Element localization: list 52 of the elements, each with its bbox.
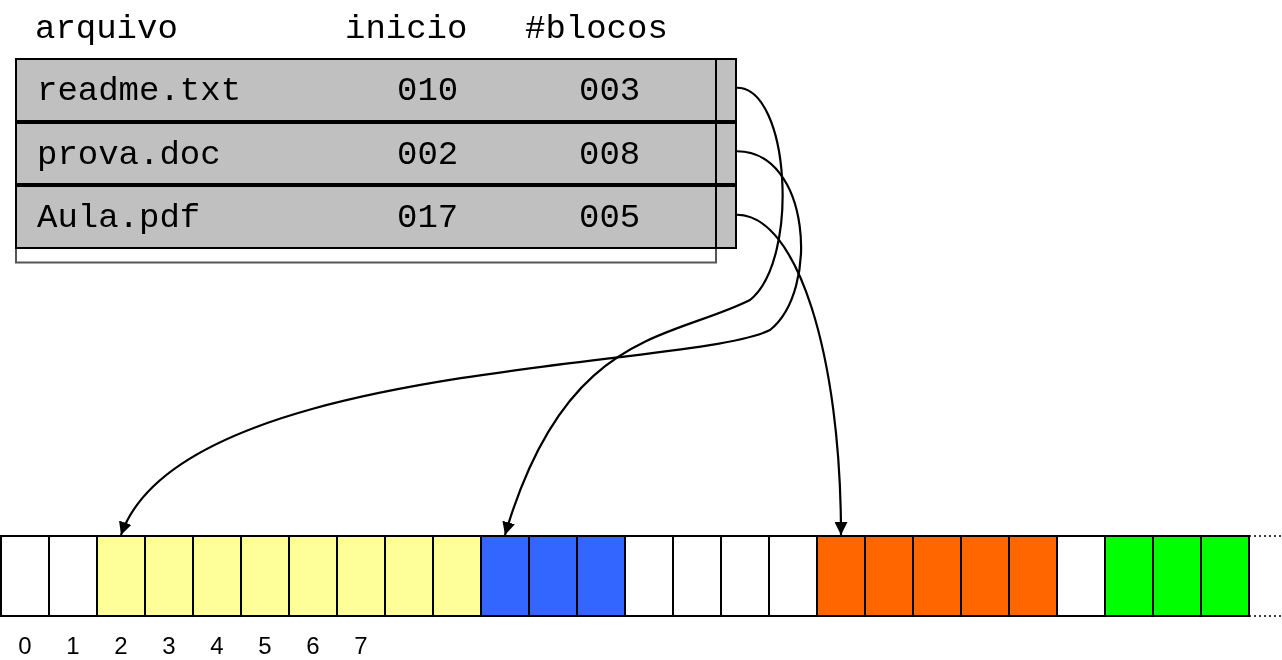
block-count-number: 008	[579, 137, 641, 172]
column-header: arquivo	[35, 12, 178, 46]
disk-block	[864, 535, 914, 617]
file-name: readme.txt	[37, 74, 242, 108]
disk-block	[336, 535, 386, 617]
start-block-number: 002	[397, 137, 459, 172]
block-number: 5	[257, 634, 273, 658]
disk-block	[672, 535, 722, 617]
disk-block	[816, 535, 866, 617]
disk-block	[720, 535, 770, 617]
block-number: 4	[209, 634, 225, 658]
disk-block	[1056, 535, 1106, 617]
block-number: 0	[17, 634, 33, 658]
table-row	[15, 121, 737, 185]
disk-block	[1008, 535, 1058, 617]
disk-block	[96, 535, 146, 617]
column-header: #blocos	[525, 12, 668, 46]
block-number: 6	[305, 634, 321, 658]
table-row	[15, 58, 737, 122]
disk-block	[0, 535, 50, 617]
start-block-number: 010	[397, 74, 459, 108]
disk-block	[144, 535, 194, 617]
start-block-number: 017	[397, 201, 459, 235]
disk-block	[1152, 535, 1202, 617]
disk-block	[528, 535, 578, 617]
block-number: 3	[161, 634, 177, 658]
block-number: 2	[113, 634, 129, 658]
disk-block	[576, 535, 626, 617]
column-header: inicio	[345, 12, 468, 46]
pointer-arrow	[736, 213, 848, 536]
disk-block	[768, 535, 818, 617]
disk-block	[384, 535, 434, 617]
block-number: 1	[65, 634, 81, 658]
disk-block	[1200, 535, 1250, 617]
disk-block	[48, 535, 98, 617]
pointer-arrow	[503, 86, 784, 536]
block-count-number: 005	[579, 201, 641, 235]
disk-block	[624, 535, 674, 617]
disk-block	[1104, 535, 1154, 617]
disk-block	[480, 535, 530, 617]
file-name: Aula.pdf	[37, 201, 201, 235]
disk-block	[960, 535, 1010, 617]
pointer-arrow	[120, 150, 803, 536]
disk-block	[192, 535, 242, 617]
disk-block	[288, 535, 338, 617]
table-row	[15, 185, 737, 249]
disk-block	[432, 535, 482, 617]
disk-block	[240, 535, 290, 617]
file-name: prova.doc	[37, 137, 221, 172]
disk-block	[912, 535, 962, 617]
block-count-number: 003	[579, 74, 641, 108]
block-number: 7	[353, 634, 369, 658]
